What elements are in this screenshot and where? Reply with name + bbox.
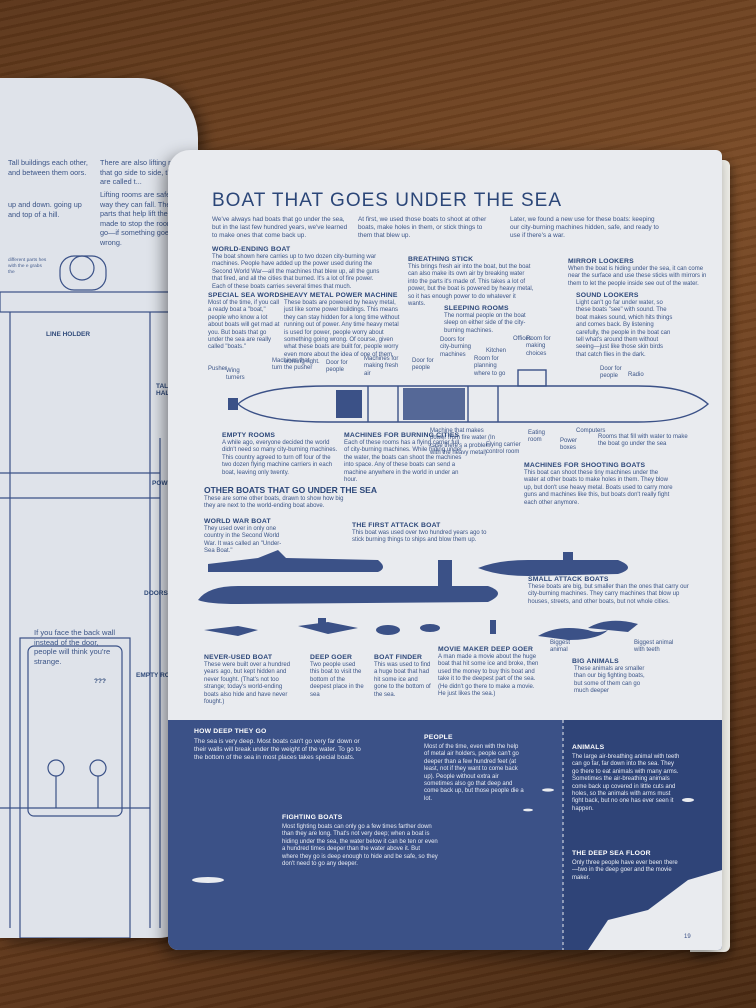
shooting-heading: MACHINES FOR SHOOTING BOATS bbox=[524, 462, 646, 469]
label-room-planning: Room for planning where to go bbox=[474, 356, 506, 377]
label-door2: Door for people bbox=[412, 358, 434, 372]
label-machines-turn: Machines that turn the pusher bbox=[272, 358, 313, 372]
boat-silhouettes bbox=[198, 550, 638, 640]
left-text-1: Tall buildings each other, and between t… bbox=[8, 158, 88, 177]
page-number: 19 bbox=[684, 934, 691, 940]
intro-1: We've always had boats that go under the… bbox=[212, 216, 348, 239]
line-holder-label: LINE HOLDER bbox=[46, 331, 91, 338]
metal-text: These boats are powered by heavy metal, … bbox=[284, 300, 400, 366]
label-door1: Door for people bbox=[326, 360, 348, 374]
other-boats-heading: OTHER BOATS THAT GO UNDER THE SEA bbox=[204, 485, 377, 495]
small-attack-text: These boats are big, but smaller than th… bbox=[528, 584, 689, 605]
label-kitchen: Kitchen bbox=[486, 348, 507, 354]
label-offices: Offices bbox=[513, 336, 532, 342]
intro-2: At first, we used those boats to shoot a… bbox=[358, 216, 487, 239]
deep-goer-text: Two people used this boat to visit the b… bbox=[310, 662, 364, 698]
left-text-2: There are also lifting rooms that go sid… bbox=[100, 158, 189, 186]
deep-goer-heading: DEEP GOER bbox=[310, 654, 353, 661]
sleeping-heading: SLEEPING ROOMS bbox=[444, 305, 509, 312]
left-page: Tall buildings each other, and between t… bbox=[0, 78, 198, 938]
movie-text: A man made a movie about the huge boat t… bbox=[438, 654, 539, 698]
speech-bubble: If you face the back wall instead of the… bbox=[34, 628, 116, 666]
first-attack-text: This boat was used over two hundred year… bbox=[352, 530, 487, 544]
floor-text: Only three people have ever been there—t… bbox=[572, 860, 678, 881]
label-pusher: Pusher bbox=[208, 366, 228, 372]
empty-rooms-text: A while ago, everyone decided the world … bbox=[222, 440, 338, 476]
left-text-3: up and down. going up and top of a hill. bbox=[8, 200, 82, 219]
ww-text: They used over in only one country in th… bbox=[204, 526, 282, 555]
boat-finder-text: This was used to find a huge boat that h… bbox=[374, 662, 431, 698]
how-deep-text: The sea is very deep. Most boats can't g… bbox=[194, 738, 361, 761]
empty-room-label: EMPTY ROOM bbox=[136, 672, 181, 679]
special-text: Most of the time, if you call a ready bo… bbox=[208, 300, 280, 351]
left-text-4: Lifting rooms are safe. the way they can… bbox=[100, 190, 190, 247]
never-used-text: These were built over a hundred years ag… bbox=[204, 662, 291, 706]
label-eating: Eating room bbox=[528, 430, 546, 444]
right-page: BOAT THAT GOES UNDER THE SEA We've alway… bbox=[168, 150, 722, 950]
mirror-heading: MIRROR LOOKERS bbox=[568, 258, 634, 265]
big-animals-heading: BIG ANIMALS bbox=[572, 658, 619, 665]
burning-text: Each of these rooms has a flying carrier… bbox=[344, 440, 463, 484]
label-radio: Radio bbox=[628, 372, 644, 378]
boat-finder-heading: BOAT FINDER bbox=[374, 654, 423, 661]
how-deep-section: HOW DEEP THEY GO The sea is very deep. M… bbox=[168, 720, 722, 950]
shooting-text: This boat can shoot these tiny machines … bbox=[524, 470, 673, 506]
movie-heading: MOVIE MAKER DEEP GOER bbox=[438, 646, 534, 653]
parts-note: different parts hes with the e grabs the bbox=[8, 258, 47, 275]
sleeping-text: The normal people on the boat sleep on e… bbox=[444, 313, 526, 334]
label-doors-city: Doors for city-burning machines bbox=[440, 337, 472, 358]
sound-heading: SOUND LOOKERS bbox=[576, 292, 639, 299]
how-deep-heading: HOW DEEP THEY GO bbox=[194, 728, 267, 735]
label-door3: Door for people bbox=[600, 366, 622, 380]
people-text: Most of the time, even with the help of … bbox=[424, 744, 524, 802]
small-attack-heading: SMALL ATTACK BOATS bbox=[528, 576, 609, 583]
label-power-boxes: Power boxes bbox=[560, 438, 578, 452]
breathing-text: This brings fresh air into the boat, but… bbox=[408, 264, 534, 308]
first-attack-heading: THE FIRST ATTACK BOAT bbox=[352, 522, 441, 529]
big-animals-text: These animals are smaller than our big f… bbox=[574, 666, 645, 695]
world-ending-heading: WORLD-ENDING BOAT bbox=[212, 246, 291, 253]
label-fresh-machine: Machine that makes power from fire water… bbox=[430, 428, 496, 457]
world-ending-text: The boat shown here carries up to two do… bbox=[212, 254, 380, 290]
label-room-choices: Room for making choices bbox=[526, 336, 551, 357]
special-heading: SPECIAL SEA WORDS bbox=[208, 292, 285, 299]
label-wing: Wing turners bbox=[226, 368, 245, 382]
metal-heading: HEAVY METAL POWER MACHINE bbox=[284, 292, 398, 299]
burning-heading: MACHINES FOR BURNING CITIES bbox=[344, 432, 460, 439]
page-title: BOAT THAT GOES UNDER THE SEA bbox=[212, 190, 563, 211]
mirror-text: When the boat is hiding under the sea, i… bbox=[568, 266, 707, 287]
question-marks: ??? bbox=[94, 678, 106, 685]
floor-heading: THE DEEP SEA FLOOR bbox=[572, 850, 651, 857]
biggest-animal-label: Biggest animal bbox=[550, 640, 571, 654]
people-heading: PEOPLE bbox=[424, 734, 453, 741]
empty-rooms-heading: EMPTY ROOMS bbox=[222, 432, 276, 439]
label-machines-air: Machines for making fresh air bbox=[364, 356, 399, 377]
label-water-rooms: Rooms that fill with water to make the b… bbox=[598, 434, 688, 448]
submarine-cutaway bbox=[228, 369, 710, 423]
label-computers: Computers bbox=[576, 428, 606, 434]
elevator-drawing bbox=[0, 255, 181, 938]
never-used-heading: NEVER-USED BOAT bbox=[204, 654, 273, 661]
other-boats-text: These are some other boats, drawn to sho… bbox=[204, 496, 344, 510]
fighting-text: Most fighting boats can only go a few ti… bbox=[282, 824, 438, 868]
intro-3: Later, we found a new use for these boat… bbox=[510, 216, 659, 239]
ww-heading: WORLD WAR BOAT bbox=[204, 518, 271, 525]
doors-label: DOORS bbox=[144, 590, 168, 597]
fighting-heading: FIGHTING BOATS bbox=[282, 814, 343, 821]
biggest-teeth-label: Biggest animal with teeth bbox=[634, 640, 674, 654]
label-flying: Flying carrier control room bbox=[486, 442, 521, 456]
breathing-heading: BREATHING STICK bbox=[408, 256, 474, 263]
sea-depth-diagram bbox=[192, 720, 722, 950]
sound-text: Light can't go far under water, so these… bbox=[576, 300, 673, 358]
animals-heading: ANIMALS bbox=[572, 744, 605, 751]
animals-text: The large air-breathing animal with teet… bbox=[572, 754, 680, 812]
